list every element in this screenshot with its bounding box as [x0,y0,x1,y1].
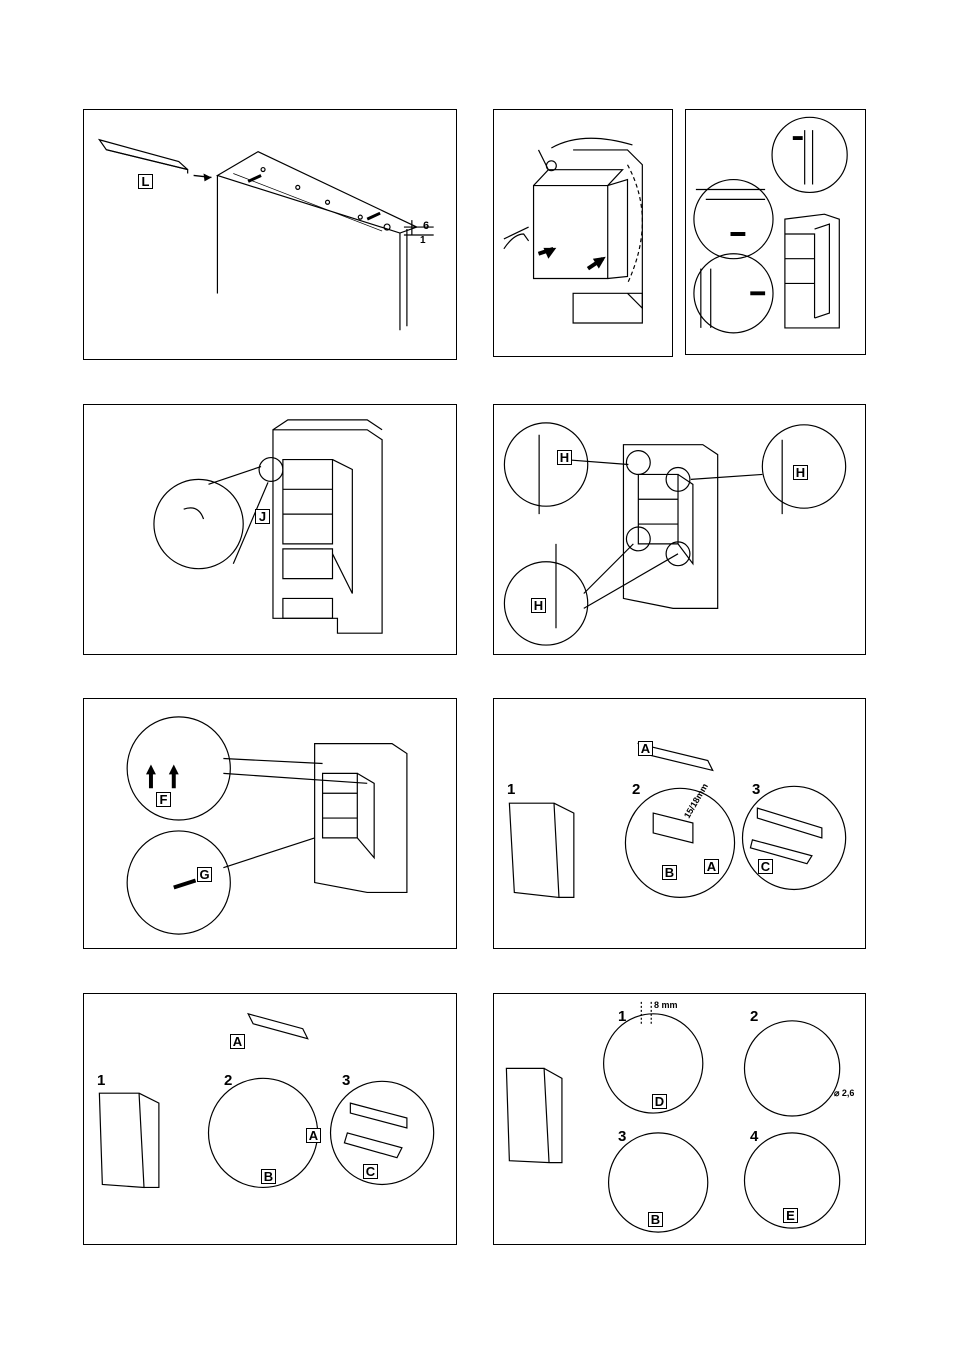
fitting-steps-illustration-2 [84,994,456,1244]
fitting-steps-illustration-1 [494,699,865,948]
label-a: A [306,1128,321,1143]
label-l: L [138,174,153,189]
step-4: 4 [750,1128,758,1145]
label-h-3: H [531,598,546,613]
panel-fitting-a-b-c-1: 1 2 3 A A B C 15/18mm [493,698,866,949]
step-1: 1 [507,781,515,798]
dimension-6: 6 [423,220,429,232]
label-a-top: A [230,1034,245,1049]
panel-f-g: F G [83,698,457,949]
cabinet-top-illustration [84,110,456,359]
step-3: 3 [342,1072,350,1089]
label-c: C [363,1164,378,1179]
label-h-2: H [793,465,808,480]
panel-fixing-details [685,109,866,355]
step-1: 1 [97,1072,105,1089]
panel-fitting-d-b-e: 1 2 3 4 8 mm ⌀ 2,6 D B E [493,993,866,1245]
label-b: B [261,1169,276,1184]
label-b: B [648,1212,663,1227]
label-a-top: A [638,741,653,756]
panel-fitting-a-b-c-2: 1 2 3 A A B C [83,993,457,1245]
panel-screws-h: H H H [493,404,866,655]
step-3: 3 [618,1128,626,1145]
label-b: B [662,865,677,880]
label-e: E [783,1208,798,1223]
panel-hinge-j: J [83,404,457,655]
step-2: 2 [632,781,640,798]
appliance-insertion-illustration [494,110,672,356]
step-2: 2 [750,1008,758,1025]
diameter-2-6: ⌀ 2,6 [834,1088,854,1099]
dimension-8mm: 8 mm [654,1000,678,1010]
fixing-detail-illustration [686,110,865,354]
label-h-1: H [557,450,572,465]
step-3: 3 [752,781,760,798]
label-c: C [758,859,773,874]
step-1: 1 [618,1008,626,1025]
fitting-steps-illustration-3 [494,994,865,1244]
step-2: 2 [224,1072,232,1089]
f-g-illustration [84,699,456,948]
label-j: J [255,509,270,524]
panel-top-strip: L 6 1 [83,109,457,360]
label-d: D [652,1094,667,1109]
screws-h-illustration [494,405,865,654]
dimension-1: 1 [420,235,426,246]
hinge-j-illustration [84,405,456,654]
label-a: A [704,859,719,874]
label-f: F [156,792,171,807]
label-g: G [197,867,212,882]
panel-insert-appliance [493,109,673,357]
